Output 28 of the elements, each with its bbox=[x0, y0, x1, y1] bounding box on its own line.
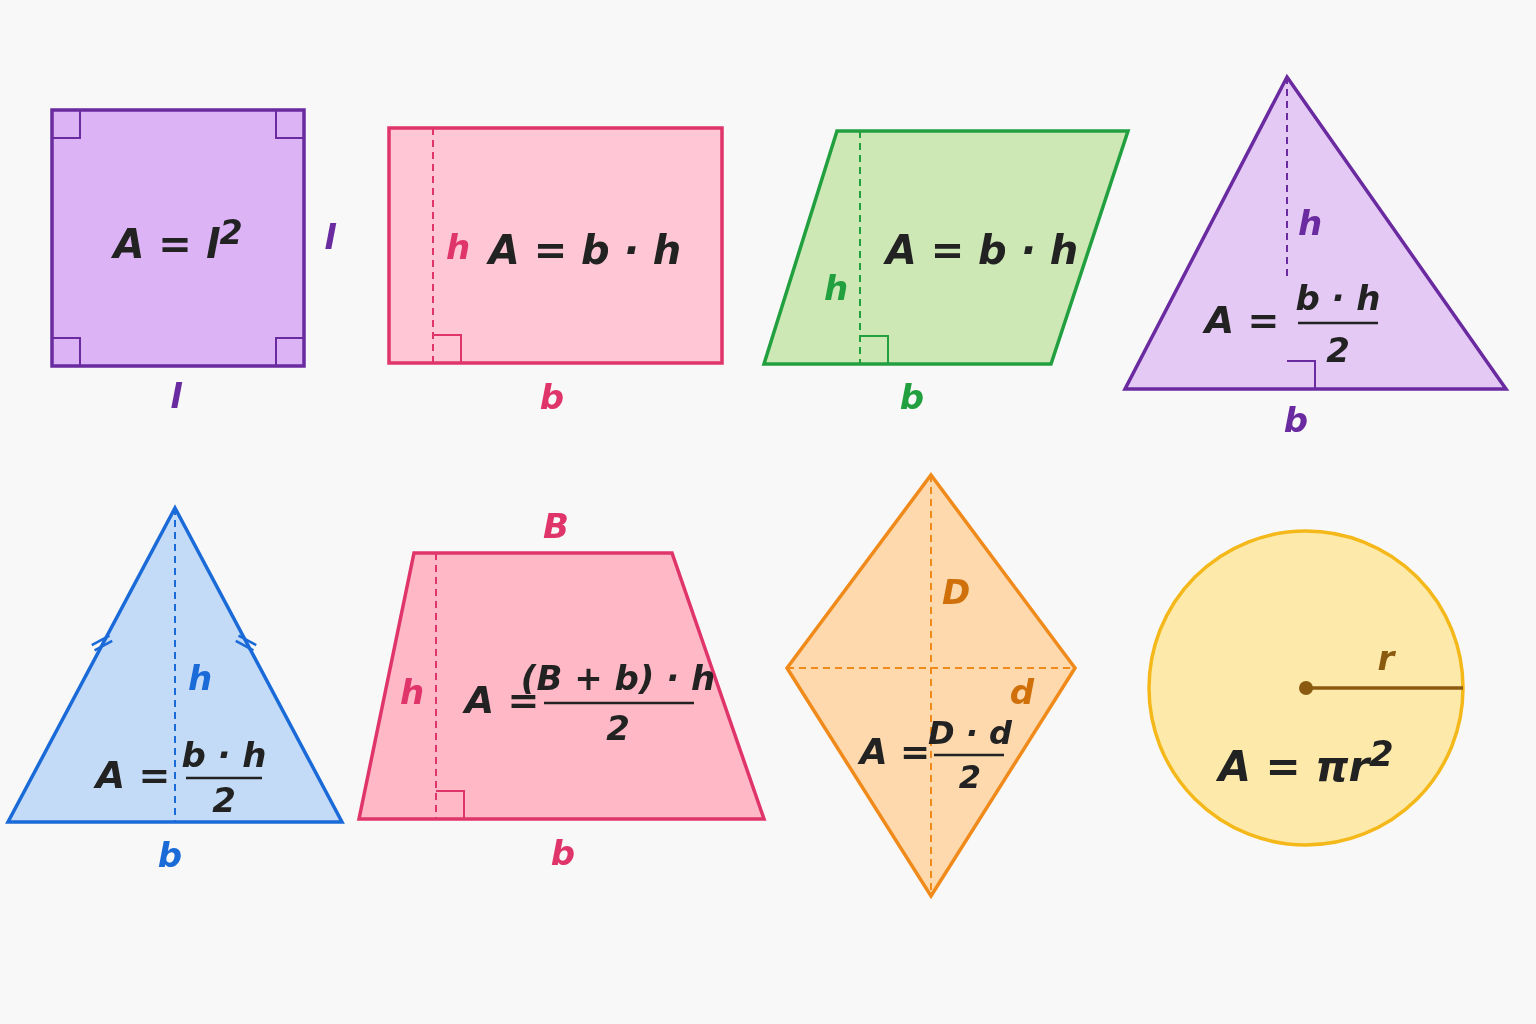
formula-lhs: A = bbox=[1204, 301, 1280, 339]
formula-denominator: 2 bbox=[1326, 333, 1350, 367]
base-label: B bbox=[543, 509, 569, 543]
radius-label: r bbox=[1377, 641, 1395, 675]
formula-lhs: A = bbox=[95, 756, 171, 794]
area-formula: A = πr$^{2}$ bbox=[1218, 736, 1394, 788]
formula-denominator: 2 bbox=[606, 711, 630, 745]
area-formula: A = b · h bbox=[885, 230, 1079, 270]
base-label: b bbox=[899, 380, 925, 414]
base-label: b bbox=[550, 836, 576, 870]
base-label: b bbox=[157, 838, 183, 872]
height-label: h bbox=[187, 661, 213, 695]
area-formula: A = l$^{2}$ bbox=[113, 215, 243, 265]
side-label: l bbox=[170, 379, 182, 413]
formula-numerator: b · h bbox=[181, 738, 267, 772]
diagonal-label: D bbox=[941, 575, 971, 609]
height-label: h bbox=[823, 271, 849, 305]
side-label: l bbox=[324, 220, 336, 254]
formula-numerator: b · h bbox=[1295, 281, 1381, 315]
base-label: b bbox=[539, 380, 565, 414]
area-formula: A = b · h bbox=[488, 230, 682, 270]
height-label: h bbox=[399, 675, 425, 709]
height-label: h bbox=[1297, 206, 1323, 240]
base-label: b bbox=[1283, 403, 1309, 437]
height-label: h bbox=[445, 230, 471, 264]
diagonal-label: d bbox=[1009, 675, 1035, 709]
formula-denominator: 2 bbox=[212, 783, 236, 817]
formula-denominator: 2 bbox=[958, 761, 982, 793]
